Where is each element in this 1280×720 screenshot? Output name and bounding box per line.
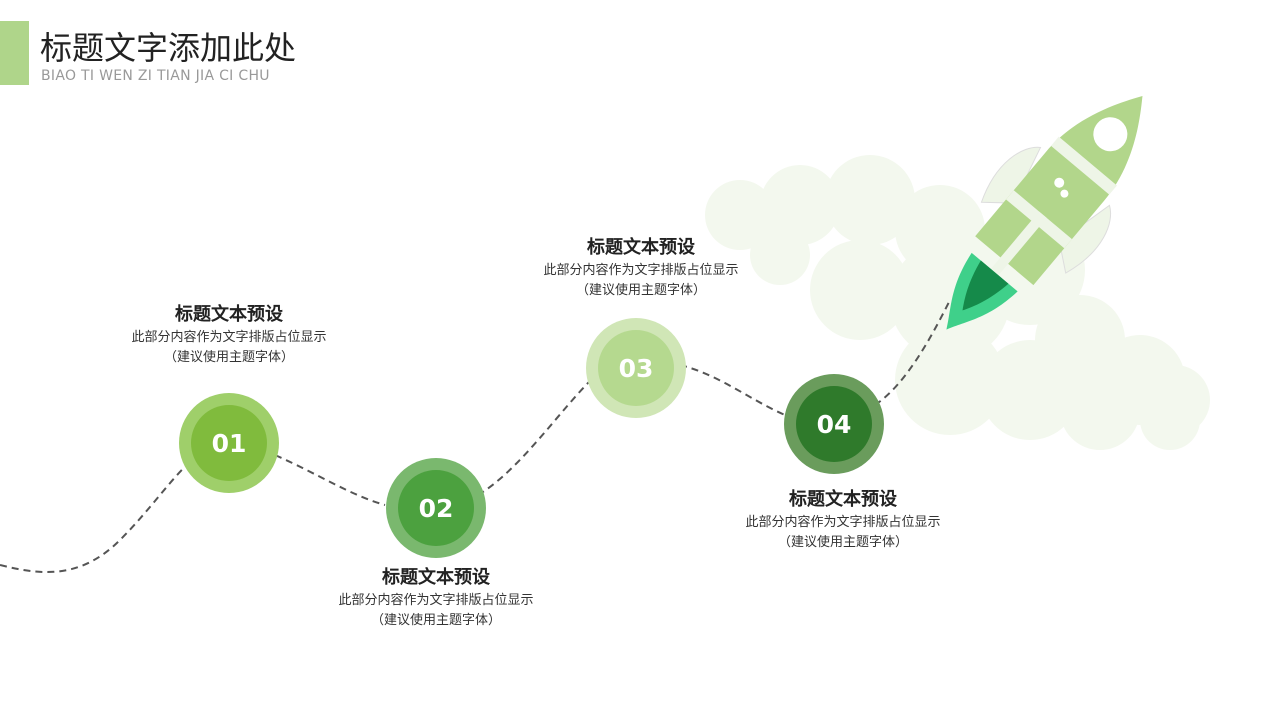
step-1-text: 标题文本预设 此部分内容作为文字排版占位显示 （建议使用主题字体） (79, 302, 379, 368)
step-number: 02 (398, 470, 474, 546)
step-description: 此部分内容作为文字排版占位显示 (543, 263, 739, 278)
step-4-text: 标题文本预设 此部分内容作为文字排版占位显示 （建议使用主题字体） (693, 487, 993, 553)
step-title: 标题文本预设 (789, 489, 897, 510)
step-3-text: 标题文本预设 此部分内容作为文字排版占位显示 （建议使用主题字体） (491, 235, 791, 301)
step-1-badge: 01 (179, 393, 279, 493)
step-description: 此部分内容作为文字排版占位显示 (338, 593, 534, 608)
step-note: （建议使用主题字体） (163, 350, 294, 365)
step-3-badge: 03 (586, 318, 686, 418)
step-title: 标题文本预设 (587, 237, 695, 258)
cloud-illustration (705, 155, 1210, 450)
step-4-badge: 04 (784, 374, 884, 474)
step-description: 此部分内容作为文字排版占位显示 (745, 515, 941, 530)
step-2-badge: 02 (386, 458, 486, 558)
step-note: （建议使用主题字体） (575, 283, 706, 298)
step-note: （建议使用主题字体） (777, 535, 908, 550)
step-description: 此部分内容作为文字排版占位显示 (131, 330, 327, 345)
page-subtitle: BIAO TI WEN ZI TIAN JIA CI CHU (41, 68, 270, 84)
rocket-illustration (946, 95, 1143, 330)
step-2-text: 标题文本预设 此部分内容作为文字排版占位显示 （建议使用主题字体） (286, 565, 586, 631)
title-accent-bar (0, 21, 29, 85)
dashed-path (0, 299, 951, 574)
step-note: （建议使用主题字体） (370, 613, 501, 628)
step-title: 标题文本预设 (382, 567, 490, 588)
step-number: 01 (191, 405, 267, 481)
step-title: 标题文本预设 (175, 304, 283, 325)
step-number: 04 (796, 386, 872, 462)
step-number: 03 (598, 330, 674, 406)
page-title: 标题文字添加此处 (40, 29, 297, 67)
